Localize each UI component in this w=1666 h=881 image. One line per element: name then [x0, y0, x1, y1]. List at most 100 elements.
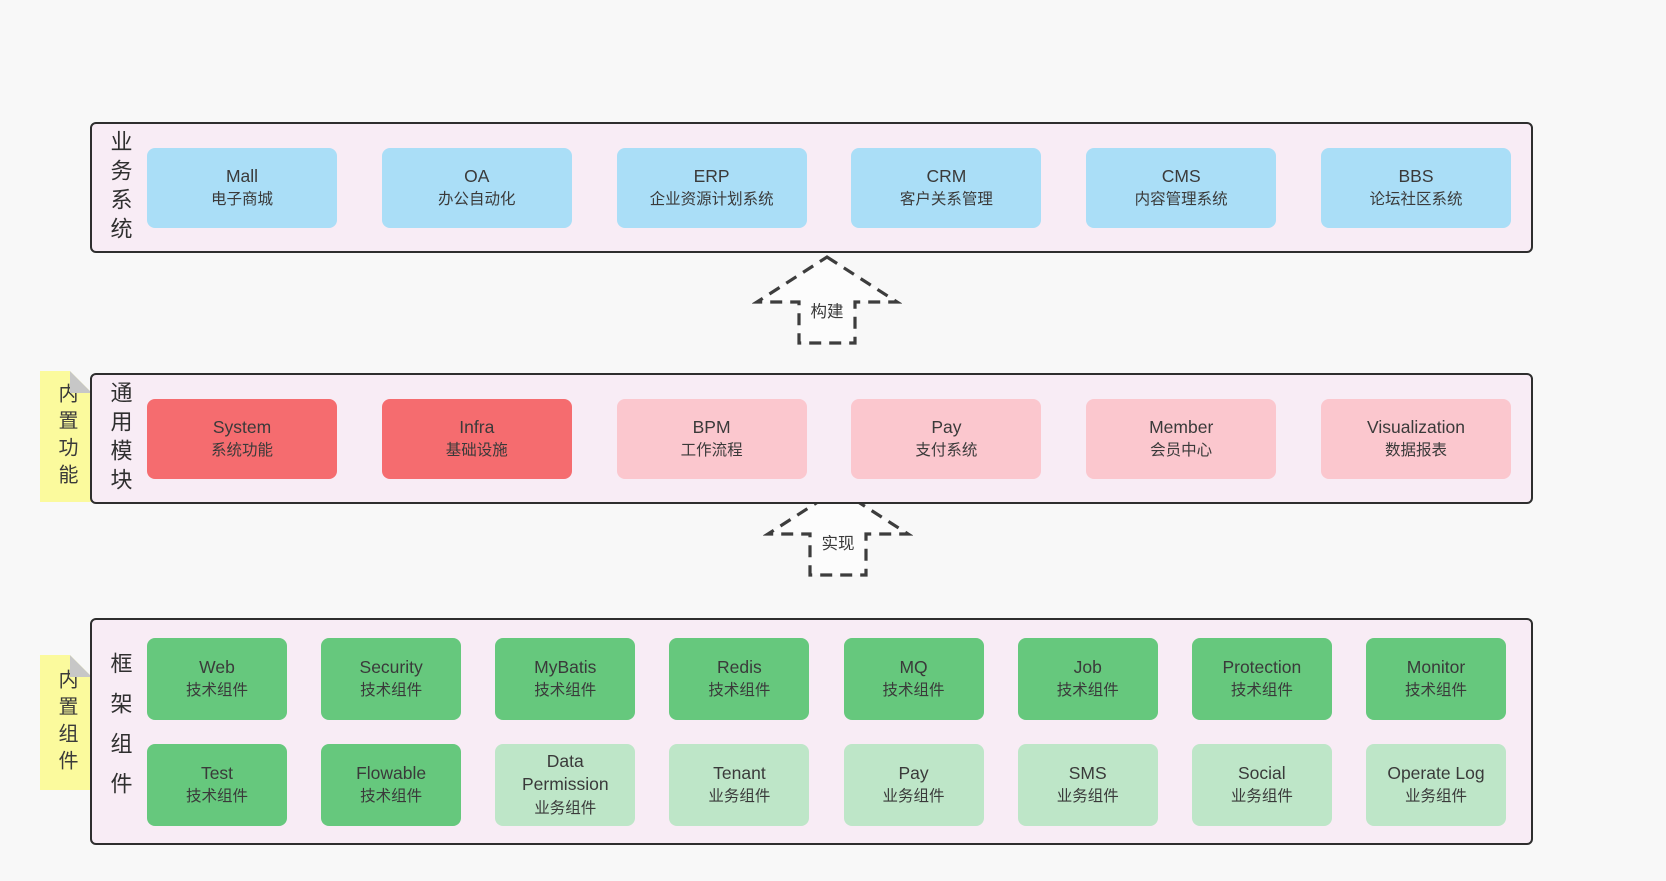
framework-components-section: 框架组件 Web 技术组件 Security 技术组件 MyBatis 技术组件…: [90, 618, 1533, 845]
box-protection: Protection 技术组件: [1191, 637, 1332, 720]
box-mq: MQ 技术组件: [843, 637, 984, 720]
box-subtitle: 客户关系管理: [899, 191, 993, 209]
build-arrow: 构建: [752, 254, 902, 346]
arrow-label: 构建: [752, 298, 902, 322]
folded-corner-icon: [70, 655, 92, 677]
box-job: Job 技术组件: [1017, 637, 1158, 720]
box-member: Member 会员中心: [1086, 398, 1277, 479]
box-subtitle: 技术组件: [882, 682, 945, 700]
business-systems-section: 业务系统 Mall 电子商城 OA 办公自动化 ERP 企业资源计划系统 CRM…: [90, 122, 1533, 253]
box-title: Monitor: [1406, 656, 1466, 677]
box-title: Security: [359, 656, 423, 677]
box-infra: Infra 基础设施: [381, 398, 572, 479]
box-title: Pay: [931, 416, 962, 437]
box-oa: OA 办公自动化: [381, 147, 572, 228]
box-title: ERP: [693, 165, 730, 186]
box-test: Test 技术组件: [147, 743, 287, 826]
box-monitor: Monitor 技术组件: [1365, 637, 1506, 720]
box-subtitle: 技术组件: [708, 682, 771, 700]
box-title: CRM: [926, 165, 967, 186]
box-subtitle: 业务组件: [882, 788, 945, 806]
box-subtitle: 业务组件: [1230, 788, 1293, 806]
box-subtitle: 系统功能: [210, 442, 273, 460]
box-visualization: Visualization 数据报表: [1320, 398, 1511, 479]
box-subtitle: 会员中心: [1150, 442, 1213, 460]
sticky-note-built-in-functions: 内置功能: [40, 371, 92, 502]
box-bbs: BBS 论坛社区系统: [1320, 147, 1511, 228]
box-redis: Redis 技术组件: [669, 637, 810, 720]
box-title: Tenant: [713, 762, 766, 783]
biz-components-row: Test 技术组件 Flowable 技术组件 Data Permission …: [147, 743, 1506, 826]
common-modules-section: 通用模块 System 系统功能 Infra 基础设施 BPM 工作流程 Pay…: [90, 373, 1533, 504]
box-subtitle: 基础设施: [445, 442, 508, 460]
box-subtitle: 办公自动化: [438, 191, 516, 209]
implement-arrow: 实现: [763, 486, 913, 578]
box-mybatis: MyBatis 技术组件: [495, 637, 636, 720]
box-title: Visualization: [1367, 416, 1465, 437]
box-social: Social 业务组件: [1191, 743, 1332, 826]
box-title: Operate Log: [1387, 762, 1485, 783]
box-subtitle: 技术组件: [360, 682, 423, 700]
box-title: Pay: [898, 762, 929, 783]
box-erp: ERP 企业资源计划系统: [616, 147, 807, 228]
box-tenant: Tenant 业务组件: [669, 743, 810, 826]
box-subtitle: 技术组件: [534, 682, 597, 700]
box-title: Mall: [225, 165, 259, 186]
box-title: Flowable: [356, 762, 427, 783]
box-subtitle: 业务组件: [708, 788, 771, 806]
box-subtitle: 技术组件: [1404, 682, 1467, 700]
box-title: Data Permission: [522, 750, 609, 795]
section-label: 业务系统: [107, 129, 133, 246]
box-data-permission: Data Permission 业务组件: [495, 743, 636, 826]
box-subtitle: 数据报表: [1384, 442, 1447, 460]
tech-components-row: Web 技术组件 Security 技术组件 MyBatis 技术组件 Redi…: [147, 637, 1506, 720]
box-title: Job: [1073, 656, 1102, 677]
box-subtitle: 技术组件: [185, 682, 248, 700]
box-subtitle: 工作流程: [680, 442, 743, 460]
box-crm: CRM 客户关系管理: [851, 147, 1042, 228]
box-subtitle: 技术组件: [1056, 682, 1119, 700]
box-subtitle: 论坛社区系统: [1369, 191, 1463, 209]
box-subtitle: 业务组件: [1056, 788, 1119, 806]
folded-corner-icon: [70, 371, 92, 393]
box-subtitle: 内容管理系统: [1134, 191, 1228, 209]
section-label: 通用模块: [107, 380, 133, 497]
up-block-arrow-icon: [763, 487, 913, 577]
box-title: MQ: [899, 656, 928, 677]
box-subtitle: 技术组件: [360, 788, 423, 806]
box-title: Social: [1238, 762, 1286, 783]
box-title: BBS: [1398, 165, 1434, 186]
box-operate-log: Operate Log 业务组件: [1365, 743, 1506, 826]
box-title: Web: [199, 656, 235, 677]
box-title: MyBatis: [534, 656, 597, 677]
business-systems-row: Mall 电子商城 OA 办公自动化 ERP 企业资源计划系统 CRM 客户关系…: [147, 124, 1511, 251]
box-system: System 系统功能: [147, 398, 337, 479]
arrow-label: 实现: [763, 530, 913, 554]
box-bpm: BPM 工作流程: [616, 398, 807, 479]
box-subtitle: 支付系统: [915, 442, 978, 460]
box-subtitle: 业务组件: [1404, 788, 1467, 806]
box-title: CMS: [1161, 165, 1201, 186]
box-subtitle: 企业资源计划系统: [649, 191, 774, 209]
sticky-note-label: 内置功能: [55, 382, 77, 491]
up-block-arrow-icon: [752, 255, 902, 345]
box-title: Test: [200, 762, 234, 783]
box-subtitle: 技术组件: [185, 788, 248, 806]
box-subtitle: 电子商城: [210, 191, 273, 209]
framework-components-rows: Web 技术组件 Security 技术组件 MyBatis 技术组件 Redi…: [147, 620, 1506, 843]
box-title: SMS: [1068, 762, 1107, 783]
box-title: System: [212, 416, 272, 437]
box-title: Member: [1149, 416, 1214, 437]
sticky-note-label: 内置组件: [55, 668, 77, 777]
box-title: Protection: [1222, 656, 1302, 677]
box-mall: Mall 电子商城: [147, 147, 337, 228]
box-sms: SMS 业务组件: [1017, 743, 1158, 826]
box-subtitle: 业务组件: [534, 800, 597, 818]
section-label: 框架组件: [107, 651, 133, 812]
box-pay-system: Pay 支付系统: [851, 398, 1042, 479]
sticky-note-built-in-components: 内置组件: [40, 655, 92, 790]
box-title: BPM: [692, 416, 731, 437]
box-pay-component: Pay 业务组件: [843, 743, 984, 826]
box-title: Infra: [459, 416, 495, 437]
box-cms: CMS 内容管理系统: [1086, 147, 1277, 228]
